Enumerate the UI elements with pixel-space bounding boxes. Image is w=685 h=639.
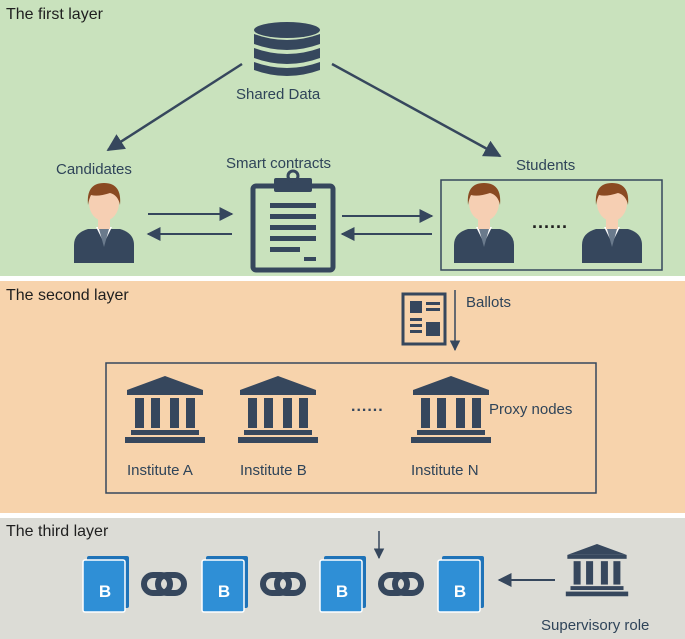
arrow-data-to-students <box>331 62 502 158</box>
arrow-data-to-candidates <box>106 62 243 152</box>
chain-link-icon <box>263 575 303 593</box>
third-layer-title: The third layer <box>6 523 109 540</box>
second-layer-title: The second layer <box>6 287 129 304</box>
students-ellipsis: ...... <box>532 212 569 232</box>
supervisory-role-label: Supervisory role <box>541 617 650 634</box>
supervisory-bank-icon <box>565 544 629 597</box>
smart-contracts-label: Smart contracts <box>226 155 332 172</box>
clipboard-icon <box>250 169 336 273</box>
database-icon <box>254 22 320 76</box>
candidate-person-icon <box>74 183 134 263</box>
institute-a-bank-icon <box>125 376 205 443</box>
institute-a-label: Institute A <box>127 462 193 479</box>
student-person-icon <box>454 183 514 263</box>
proxy-nodes-box <box>105 362 597 494</box>
block-letter: B <box>336 582 348 601</box>
students-box <box>440 179 663 271</box>
candidates-label: Candidates <box>56 161 132 178</box>
shared-data-label: Shared Data <box>236 86 321 103</box>
ballot-icon <box>401 292 447 346</box>
students-label: Students <box>516 157 576 174</box>
institute-b-label: Institute B <box>240 462 307 479</box>
block-letter: B <box>454 582 466 601</box>
first-layer-title: The first layer <box>6 6 103 23</box>
chain-link-icon <box>381 575 421 593</box>
block-letter: B <box>218 582 230 601</box>
ballots-label: Ballots <box>466 294 512 311</box>
institutes-ellipsis: ...... <box>351 398 384 415</box>
chain-link-icon <box>144 575 184 593</box>
student-person-icon <box>582 183 642 263</box>
proxy-nodes-label: Proxy nodes <box>489 401 573 418</box>
institute-b-bank-icon <box>238 376 318 443</box>
institute-n-bank-icon <box>411 376 491 443</box>
institute-n-label: Institute N <box>411 462 479 479</box>
second-layer-panel <box>0 281 685 513</box>
block-letter: B <box>99 582 111 601</box>
